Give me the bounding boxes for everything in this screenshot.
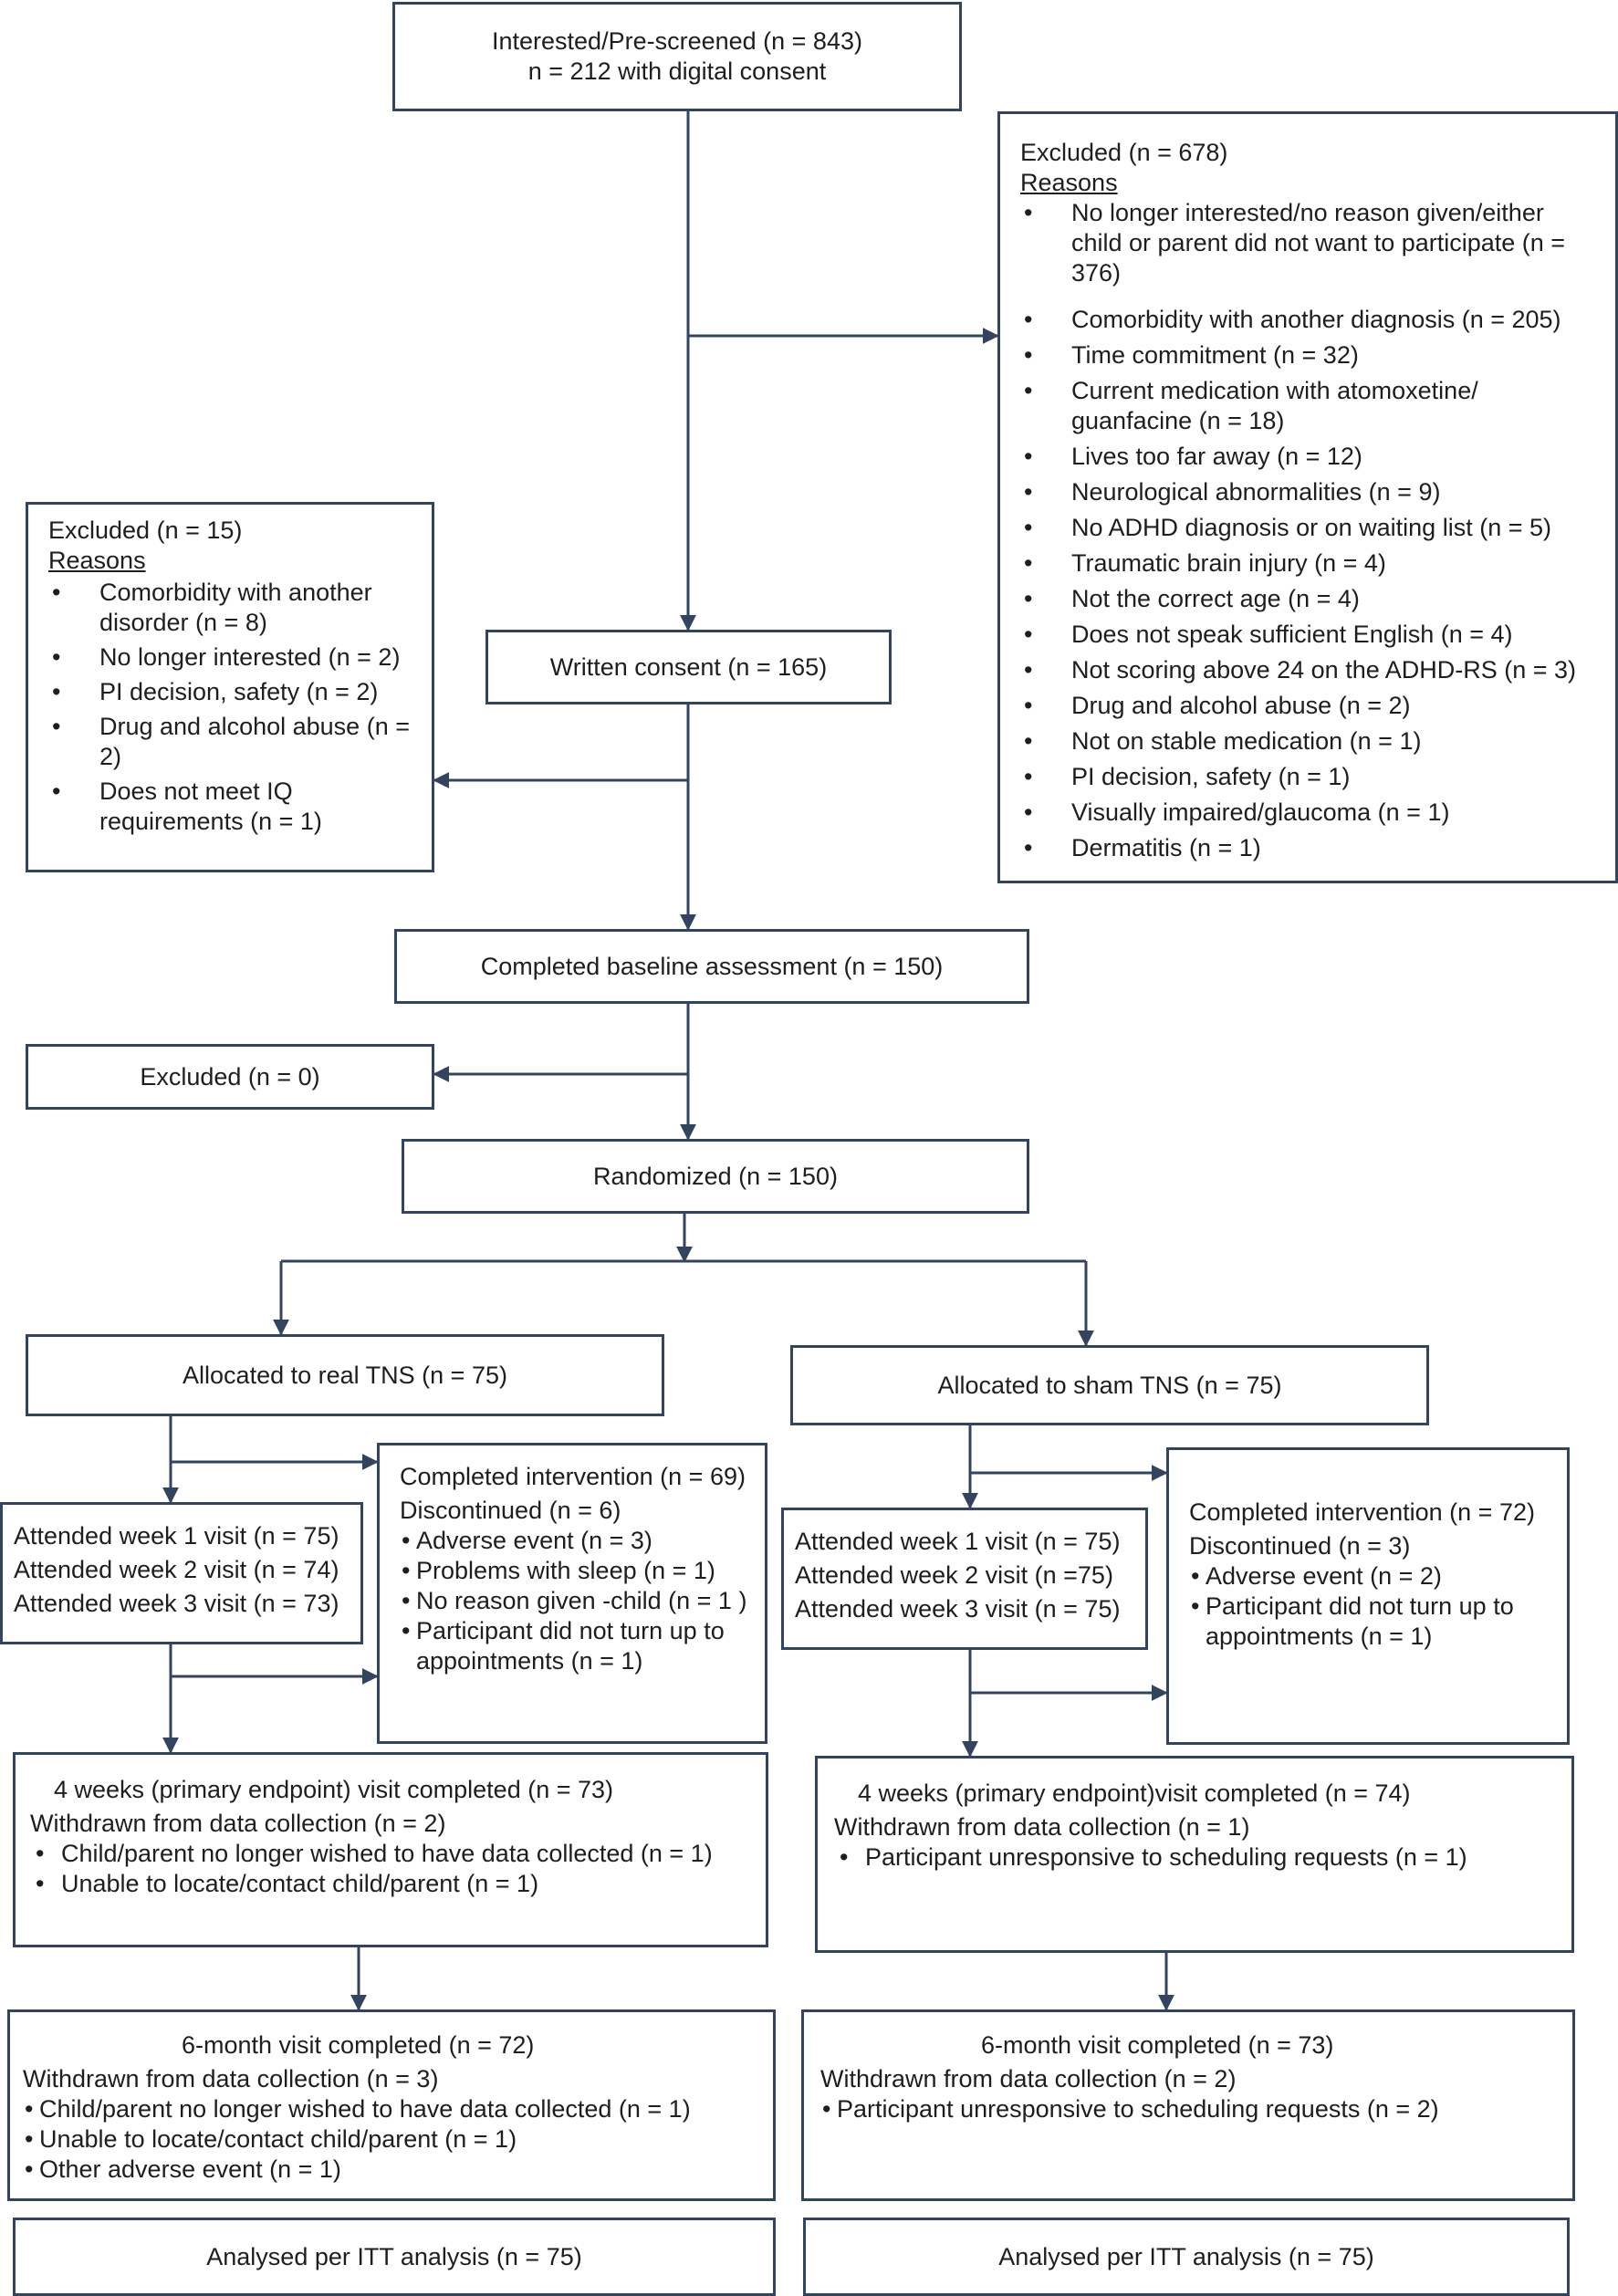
sham-six-month-reasons: Participant unresponsive to scheduling r… <box>820 2094 1567 2124</box>
real-analysed-count: Analysed per ITT analysis (n = 75) <box>206 2242 582 2270</box>
real-completed-intervention: Completed intervention (n = 69) <box>400 1463 746 1490</box>
sham-intervention-box: Completed intervention (n = 72) Disconti… <box>1166 1447 1570 1745</box>
list-item: Not scoring above 24 on the ADHD-RS (n =… <box>1020 655 1599 685</box>
list-item: Visually impaired/glaucoma (n = 1) <box>1020 798 1599 828</box>
excluded-consent-title: Excluded (n = 15) <box>48 517 243 544</box>
real-six-month-reasons: Child/parent no longer wished to have da… <box>23 2094 767 2185</box>
list-item: Comorbidity with another diagnosis (n = … <box>1020 305 1599 335</box>
list-item: Participant did not turn up to appointme… <box>400 1616 759 1676</box>
sham-four-week-reasons: Participant unresponsive to scheduling r… <box>834 1842 1566 1873</box>
real-week2: Attended week 2 visit (n = 74) <box>14 1556 339 1583</box>
sham-six-month-box: 6-month visit completed (n = 73) Withdra… <box>801 2009 1575 2201</box>
real-discontinued-reasons: Adverse event (n = 3) Problems with slee… <box>400 1526 759 1676</box>
list-item: Participant unresponsive to scheduling r… <box>820 2094 1567 2124</box>
list-item: Problems with sleep (n = 1) <box>400 1556 759 1586</box>
sham-weeks-box: Attended week 1 visit (n = 75) Attended … <box>781 1508 1148 1650</box>
excluded-consent-reasons: Comorbidity with another disorder (n = 8… <box>48 578 421 837</box>
real-week1: Attended week 1 visit (n = 75) <box>14 1522 339 1550</box>
sham-analysed-box: Analysed per ITT analysis (n = 75) <box>803 2218 1570 2296</box>
list-item: Adverse event (n = 2) <box>1189 1561 1561 1592</box>
list-item: PI decision, safety (n = 2) <box>48 677 421 707</box>
sham-six-month-withdrawn: Withdrawn from data collection (n = 2) <box>820 2065 1237 2092</box>
real-six-month-box: 6-month visit completed (n = 72) Withdra… <box>7 2009 776 2201</box>
real-analysed-box: Analysed per ITT analysis (n = 75) <box>13 2218 776 2296</box>
excluded-prescreen-box: Excluded (n = 678) Reasons No longer int… <box>997 111 1618 883</box>
sham-allocated-count: Allocated to sham TNS (n = 75) <box>937 1371 1282 1399</box>
real-six-month-title: 6-month visit completed (n = 72) <box>182 2031 535 2059</box>
list-item: Child/parent no longer wished to have da… <box>30 1839 760 1869</box>
sham-six-month-title: 6-month visit completed (n = 73) <box>981 2031 1334 2059</box>
randomized-box: Randomized (n = 150) <box>402 1139 1029 1214</box>
reasons-label: Reasons <box>1020 169 1118 196</box>
sham-week2: Attended week 2 visit (n =75) <box>795 1561 1113 1589</box>
real-discontinued: Discontinued (n = 6) <box>400 1497 621 1524</box>
sham-week1: Attended week 1 visit (n = 75) <box>795 1528 1121 1555</box>
sham-four-week-title: 4 weeks (primary endpoint)visit complete… <box>858 1779 1411 1807</box>
real-weeks-box: Attended week 1 visit (n = 75) Attended … <box>0 1502 363 1644</box>
list-item: Child/parent no longer wished to have da… <box>23 2094 767 2124</box>
excluded-baseline-box: Excluded (n = 0) <box>26 1044 434 1110</box>
sham-allocated-box: Allocated to sham TNS (n = 75) <box>790 1345 1429 1425</box>
list-item: Participant unresponsive to scheduling r… <box>834 1842 1566 1873</box>
excluded-prescreen-reasons: No longer interested/no reason given/eit… <box>1020 198 1599 863</box>
real-allocated-count: Allocated to real TNS (n = 75) <box>183 1361 507 1389</box>
real-four-week-reasons: Child/parent no longer wished to have da… <box>30 1839 760 1899</box>
list-item: Not on stable medication (n = 1) <box>1020 726 1599 757</box>
real-week3: Attended week 3 visit (n = 73) <box>14 1590 339 1617</box>
real-six-month-withdrawn: Withdrawn from data collection (n = 3) <box>23 2065 439 2092</box>
list-item: Does not meet IQ requirements (n = 1) <box>48 777 421 837</box>
list-item: Participant did not turn up to appointme… <box>1189 1592 1561 1652</box>
excluded-consent-box: Excluded (n = 15) Reasons Comorbidity wi… <box>26 502 434 872</box>
list-item: Time commitment (n = 32) <box>1020 340 1599 370</box>
list-item: Dermatitis (n = 1) <box>1020 833 1599 863</box>
written-consent-box: Written consent (n = 165) <box>485 630 892 704</box>
list-item: Current medication with atomoxetine/ gua… <box>1020 376 1599 436</box>
written-consent-count: Written consent (n = 165) <box>549 652 828 681</box>
sham-completed-intervention: Completed intervention (n = 72) <box>1189 1498 1535 1526</box>
digital-consent-count: n = 212 with digital consent <box>527 57 827 85</box>
baseline-count: Completed baseline assessment (n = 150) <box>480 952 944 980</box>
real-intervention-box: Completed intervention (n = 69) Disconti… <box>377 1443 767 1744</box>
list-item: PI decision, safety (n = 1) <box>1020 762 1599 792</box>
real-four-week-title: 4 weeks (primary endpoint) visit complet… <box>54 1776 614 1803</box>
list-item: Drug and alcohol abuse (n = 2) <box>48 712 421 772</box>
excluded-prescreen-title: Excluded (n = 678) <box>1020 139 1228 166</box>
list-item: No ADHD diagnosis or on waiting list (n … <box>1020 513 1599 543</box>
sham-four-week-box: 4 weeks (primary endpoint)visit complete… <box>815 1756 1574 1953</box>
reasons-label: Reasons <box>48 547 146 574</box>
real-four-week-withdrawn: Withdrawn from data collection (n = 2) <box>30 1810 446 1837</box>
prescreened-box: Interested/Pre-screened (n = 843) n = 21… <box>392 2 962 111</box>
randomized-count: Randomized (n = 150) <box>593 1162 838 1190</box>
sham-discontinued: Discontinued (n = 3) <box>1189 1532 1411 1560</box>
list-item: Comorbidity with another disorder (n = 8… <box>48 578 421 638</box>
list-item: No longer interested/no reason given/eit… <box>1020 198 1599 288</box>
list-item: Other adverse event (n = 1) <box>23 2155 767 2185</box>
list-item: Neurological abnormalities (n = 9) <box>1020 477 1599 507</box>
list-item: Not the correct age (n = 4) <box>1020 584 1599 614</box>
baseline-box: Completed baseline assessment (n = 150) <box>394 929 1029 1004</box>
list-item: Adverse event (n = 3) <box>400 1526 759 1556</box>
real-four-week-box: 4 weeks (primary endpoint) visit complet… <box>13 1752 768 1947</box>
list-item: Lives too far away (n = 12) <box>1020 442 1599 472</box>
list-item: Drug and alcohol abuse (n = 2) <box>1020 691 1599 721</box>
real-allocated-box: Allocated to real TNS (n = 75) <box>26 1334 664 1416</box>
sham-four-week-withdrawn: Withdrawn from data collection (n = 1) <box>834 1813 1250 1841</box>
list-item: Does not speak sufficient English (n = 4… <box>1020 620 1599 650</box>
prescreened-count: Interested/Pre-screened (n = 843) <box>492 27 862 55</box>
list-item: Traumatic brain injury (n = 4) <box>1020 548 1599 579</box>
excluded-baseline-count: Excluded (n = 0) <box>140 1062 320 1091</box>
sham-analysed-count: Analysed per ITT analysis (n = 75) <box>998 2242 1374 2270</box>
sham-week3: Attended week 3 visit (n = 75) <box>795 1595 1121 1623</box>
sham-discontinued-reasons: Adverse event (n = 2) Participant did no… <box>1189 1561 1561 1652</box>
list-item: Unable to locate/contact child/parent (n… <box>30 1869 760 1899</box>
list-item: No reason given -child (n = 1 ) <box>400 1586 759 1616</box>
list-item: Unable to locate/contact child/parent (n… <box>23 2124 767 2155</box>
list-item: No longer interested (n = 2) <box>48 642 421 673</box>
